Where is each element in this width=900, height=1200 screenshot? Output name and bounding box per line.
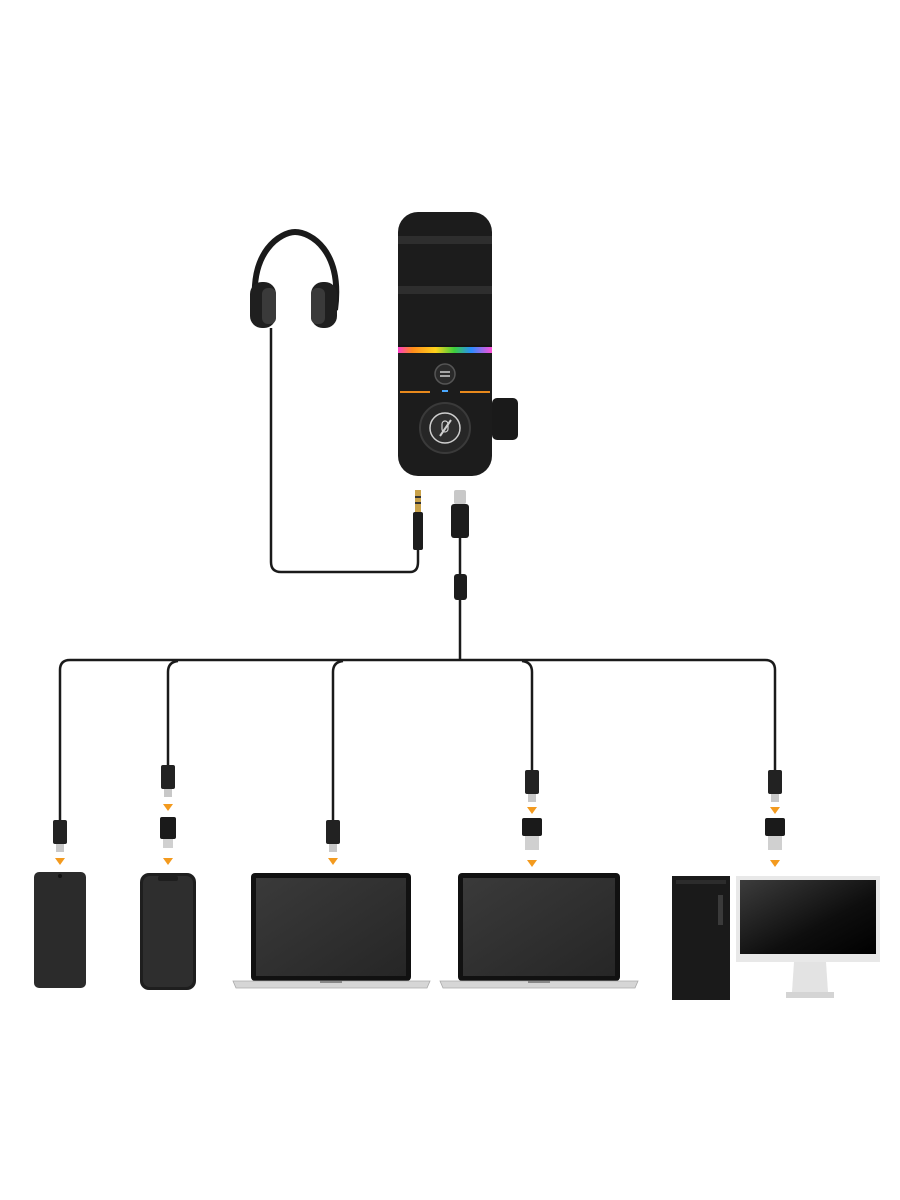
iphone-icon (140, 873, 196, 990)
rgb-light-strip (398, 347, 492, 353)
cable-branch-laptop-1 (331, 659, 344, 820)
pc-tower (672, 876, 730, 1000)
desktop-pc-icon (672, 876, 880, 1000)
arrow-down-icon (770, 807, 780, 814)
cable-branch-laptop-2 (521, 659, 534, 770)
cable-branch-iphone (166, 659, 179, 765)
laptop-usb-c-icon (232, 873, 431, 989)
gain-knob-icon (434, 363, 456, 385)
lightning-adapter-icon (160, 817, 176, 865)
usb-c-plug-icon (451, 490, 469, 538)
usb-c-plug-icon (768, 770, 782, 814)
usb-a-adapter-icon (522, 818, 542, 867)
ferrite-core (454, 574, 467, 600)
usb-c-plug-icon (53, 820, 67, 865)
laptop-usb-a-icon (439, 873, 639, 989)
usb-c-plug-icon (161, 765, 175, 811)
arrow-down-icon (163, 804, 173, 811)
android-phone-icon (34, 872, 86, 988)
headphone-cable (269, 328, 420, 574)
arrow-down-icon (770, 860, 780, 867)
aux-jack-icon (413, 490, 423, 550)
arrow-down-icon (163, 858, 173, 865)
mic-mount-knob (492, 398, 518, 440)
usb-a-adapter-icon (765, 818, 785, 867)
arrow-down-icon (55, 858, 65, 865)
usb-c-plug-icon (525, 770, 539, 814)
cable-bus (58, 658, 777, 820)
microphone-icon (398, 212, 518, 476)
headphones-icon (250, 228, 340, 328)
arrow-down-icon (527, 807, 537, 814)
arrow-down-icon (328, 858, 338, 865)
usb-c-plug-icon (326, 820, 340, 865)
arrow-down-icon (527, 860, 537, 867)
